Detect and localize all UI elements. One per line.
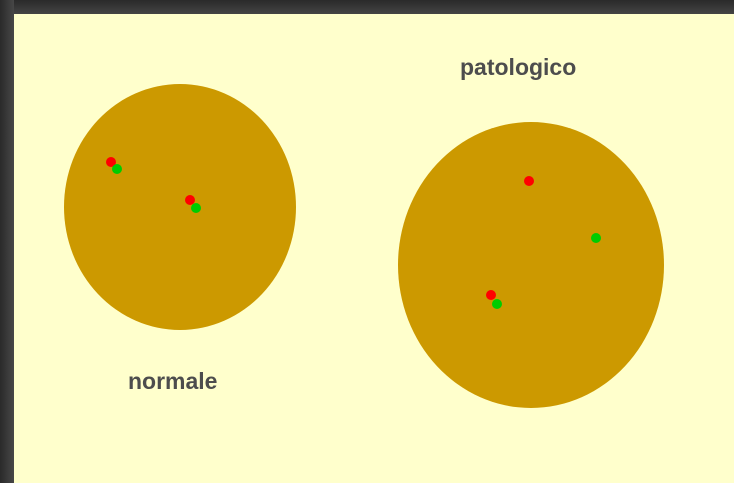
pathological-green-dot-2 bbox=[492, 299, 502, 309]
pathological-green-dot-1 bbox=[591, 233, 601, 243]
normal-green-dot-1 bbox=[112, 164, 122, 174]
pathological-label: patologico bbox=[460, 54, 577, 80]
pathological-cell bbox=[398, 122, 664, 408]
normal-label: normale bbox=[128, 368, 218, 394]
normal-cell bbox=[64, 84, 296, 330]
cells-diagram bbox=[64, 84, 664, 408]
window-frame-left bbox=[0, 0, 14, 483]
normal-red-dot-2 bbox=[185, 195, 195, 205]
normal-red-dot-1 bbox=[106, 157, 116, 167]
slide-canvas: patologico normale bbox=[14, 14, 734, 483]
pathological-red-dot-2 bbox=[486, 290, 496, 300]
pathological-red-dot-1 bbox=[524, 176, 534, 186]
window-frame-top bbox=[0, 0, 734, 14]
normal-green-dot-2 bbox=[191, 203, 201, 213]
